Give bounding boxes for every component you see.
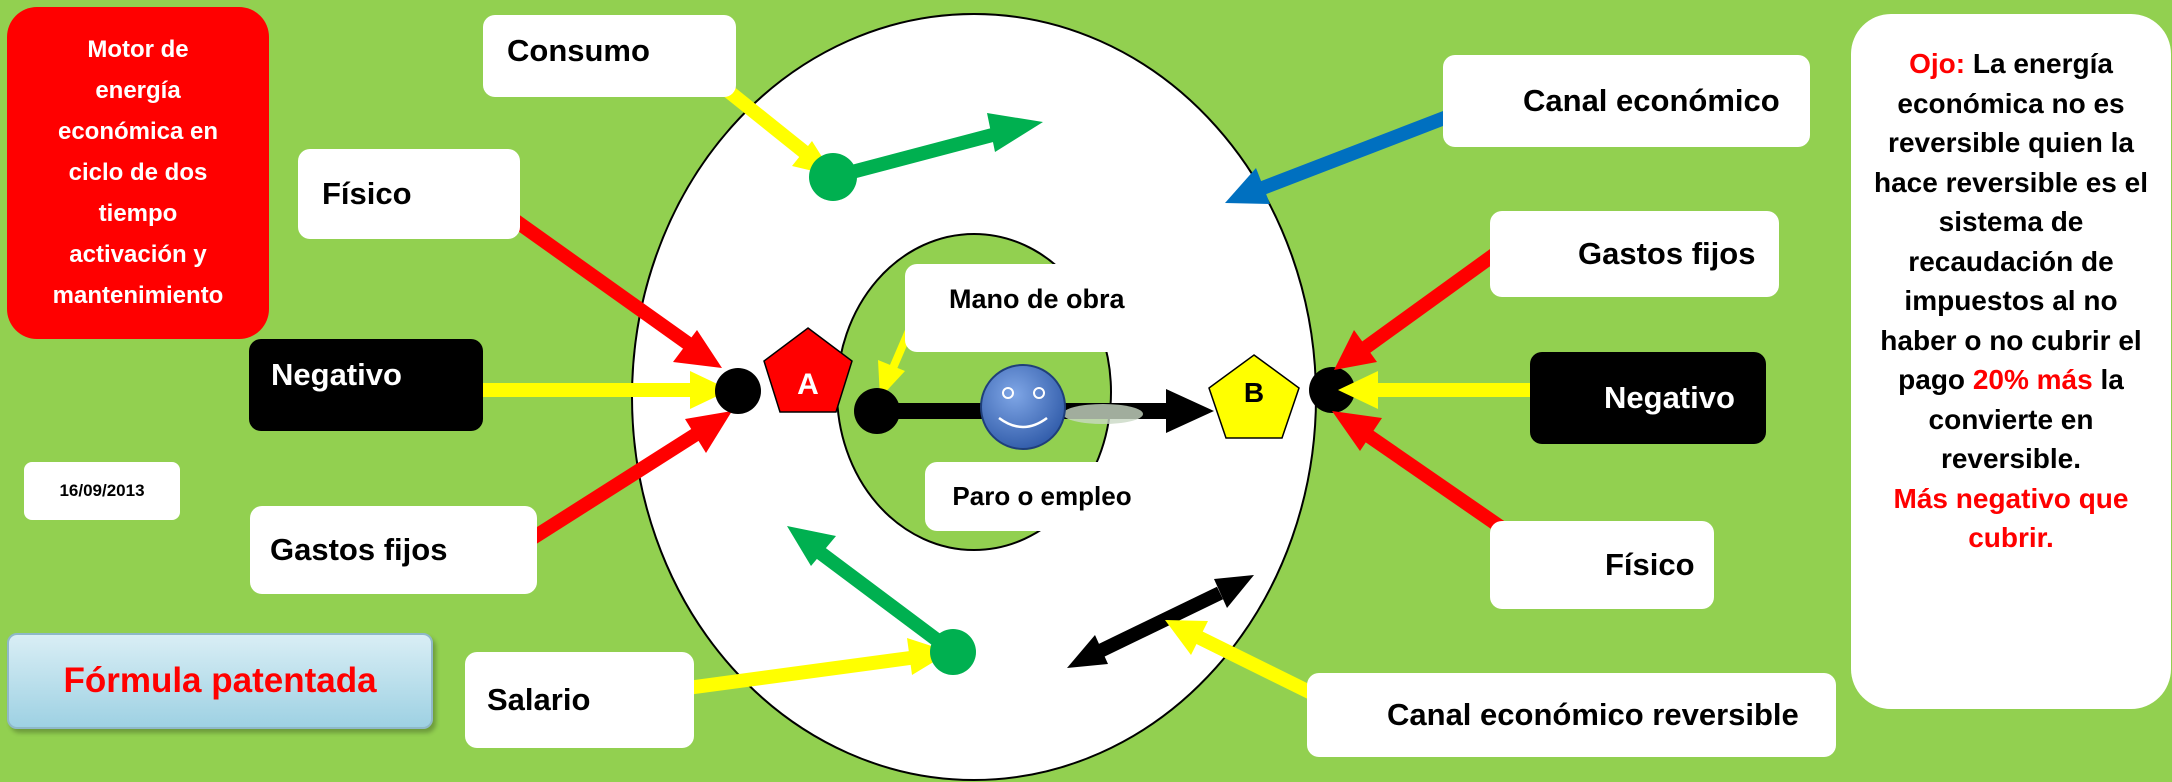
label-mano-de-obra-text: Mano de obra (949, 284, 1125, 314)
label-mano-de-obra: Mano de obra (905, 264, 1158, 352)
label-salario: Salario (465, 652, 694, 748)
node-a-label: A (797, 368, 819, 401)
motor-line: tiempo (98, 200, 178, 227)
ojo-text-end: la convierte en reversible. (1928, 364, 2124, 474)
ojo-text: La energía económica no es reversible qu… (1874, 48, 2148, 395)
date-label: 16/09/2013 (24, 462, 180, 520)
consumo-output-arrow (809, 113, 1043, 201)
label-canal-economico: Canal económico (1443, 55, 1810, 147)
ojo-ending: Más negativo que cubrir. (1893, 482, 2129, 554)
node-a-pentagon (763, 327, 853, 413)
formula-patentada-button[interactable]: Fórmula patentada (7, 633, 433, 729)
node-b-label: B (1244, 377, 1264, 408)
label-paro-o-empleo-text: Paro o empleo (952, 481, 1132, 511)
label-canal-reversible-text: Canal económico reversible (1387, 697, 1799, 732)
label-salario-text: Salario (487, 682, 591, 717)
label-consumo-text: Consumo (507, 33, 650, 68)
label-negativo-left-text: Negativo (271, 357, 402, 392)
ojo-highlight: 20% más (1972, 364, 2093, 395)
motor-line: económica en (57, 118, 219, 145)
salario-output-arrow (787, 526, 976, 675)
motor-line: activación y (69, 241, 207, 268)
label-gastos-fijos-right-text: Gastos fijos (1578, 236, 1756, 271)
label-fisico-left: Físico (298, 149, 520, 239)
ojo-note-box: Ojo: La energía económica no es reversib… (1851, 14, 2171, 709)
motor-line: Motor de (87, 36, 189, 63)
label-consumo: Consumo (483, 15, 736, 97)
label-gastos-fijos-left: Gastos fijos (250, 506, 537, 594)
label-fisico-left-text: Físico (322, 176, 412, 211)
label-canal-economico-text: Canal económico (1523, 83, 1780, 118)
label-paro-o-empleo: Paro o empleo (925, 462, 1159, 531)
node-b-pentagon (1208, 354, 1300, 439)
label-negativo-right: Negativo (1530, 352, 1766, 444)
label-negativo-left: Negativo (249, 339, 483, 431)
node-b-dot (1309, 367, 1355, 413)
ojo-prefix: Ojo: (1909, 48, 1966, 79)
reversible-double-arrow (1067, 575, 1254, 668)
motor-line: mantenimiento (52, 282, 224, 309)
node-a-dot (715, 368, 761, 414)
label-canal-reversible: Canal económico reversible (1307, 673, 1836, 757)
motor-line: ciclo de dos (68, 159, 208, 186)
smiley-face (980, 364, 1143, 450)
label-gastos-fijos-right: Gastos fijos (1490, 211, 1779, 297)
label-fisico-right: Físico (1490, 521, 1714, 609)
label-fisico-right-text: Físico (1605, 547, 1695, 582)
label-gastos-fijos-left-text: Gastos fijos (270, 532, 448, 567)
motor-line: energía (95, 77, 181, 104)
motor-description-box: Motor de energía económica en ciclo de d… (7, 7, 269, 339)
label-negativo-right-text: Negativo (1604, 380, 1735, 415)
